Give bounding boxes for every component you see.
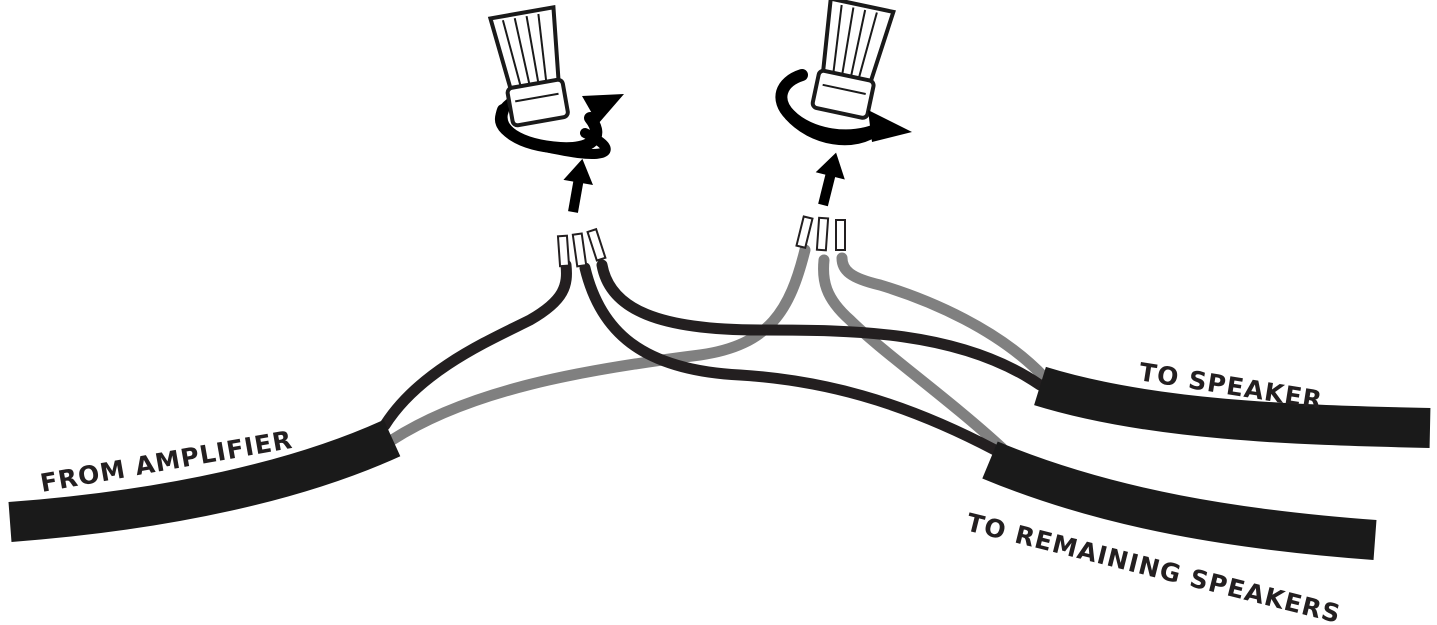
remaining-black-wire [579,262,1001,456]
amplifier-cable [8,419,401,542]
arrow-up-icon [563,158,593,213]
speaker-black-wire [596,259,1046,391]
amp-gray-wire [386,244,811,446]
wires [379,244,1051,456]
wire-tip [556,234,571,268]
speaker-gray-wire [836,252,1051,384]
rotate-clockwise-front [784,109,884,146]
amp-black-wire [379,259,572,431]
rotate-clockwise-front [495,104,603,155]
wire-tip [835,219,846,251]
wire-tip [571,232,588,268]
right-wire-tips [795,215,846,252]
rotate-arrowhead [582,94,624,124]
wire-nut-icon [810,0,896,120]
remaining-speakers-cable [982,441,1377,560]
speaker-cable [1034,366,1431,448]
right-connector-group [775,0,912,146]
wire-tip [586,227,607,262]
left-wire-tips [556,227,607,268]
left-connector-group [487,4,624,159]
wire-tip [795,215,814,249]
wire-nut-icon [487,4,570,128]
wire-tip [815,216,830,252]
rotate-arrowhead [868,110,912,142]
cable-jackets [8,366,1431,560]
arrow-up-icon [815,152,845,207]
